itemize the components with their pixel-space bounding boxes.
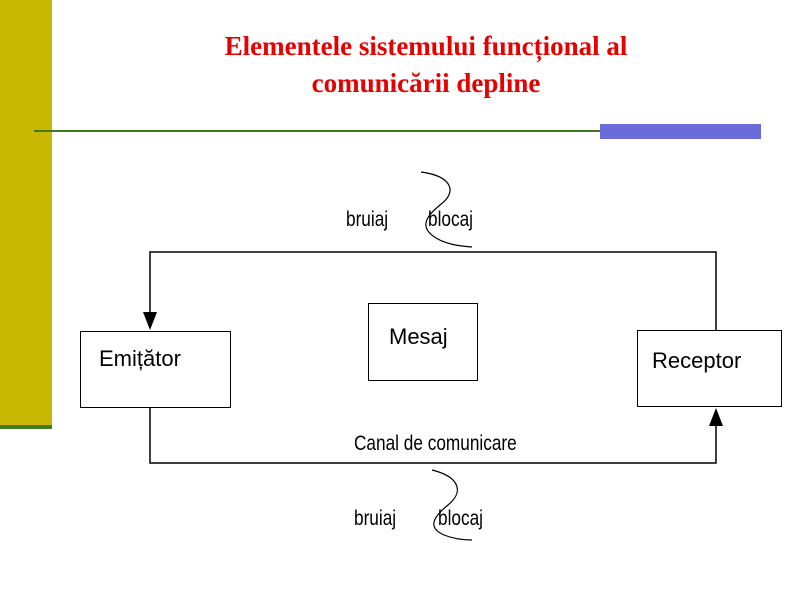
noise-squiggle-top xyxy=(420,171,473,248)
receptor-box: Receptor xyxy=(637,330,782,407)
slide-title-line-2: comunicării depline xyxy=(311,68,541,98)
title-divider-accent xyxy=(600,124,761,139)
noise-label-blocaj-top: blocaj xyxy=(428,208,473,231)
slide-title-line-1: Elementele sistemului funcțional al xyxy=(224,31,628,61)
mesaj-box: Mesaj xyxy=(368,303,478,381)
channel-line xyxy=(149,408,717,464)
mesaj-label: Mesaj xyxy=(389,324,448,349)
side-accent-bar-edge xyxy=(0,425,52,429)
noise-label-bruiaj-top: bruiaj xyxy=(346,208,389,231)
noise-squiggle-bottom xyxy=(431,469,473,541)
emitator-label: Emițător xyxy=(99,346,181,371)
title-divider-line xyxy=(34,130,761,132)
feedback-arrowhead xyxy=(143,312,157,330)
noise-label-blocaj-bottom: blocaj xyxy=(438,507,483,530)
receptor-label: Receptor xyxy=(652,348,742,373)
feedback-line xyxy=(149,251,717,330)
emitator-box: Emițător xyxy=(80,331,231,408)
channel-label: Canal de comunicare xyxy=(354,432,517,455)
slide-title: Elementele sistemului funcțional al comu… xyxy=(52,28,800,102)
channel-arrowhead xyxy=(709,408,723,426)
side-accent-bar xyxy=(0,0,52,425)
noise-label-bruiaj-bottom: bruiaj xyxy=(354,507,397,530)
